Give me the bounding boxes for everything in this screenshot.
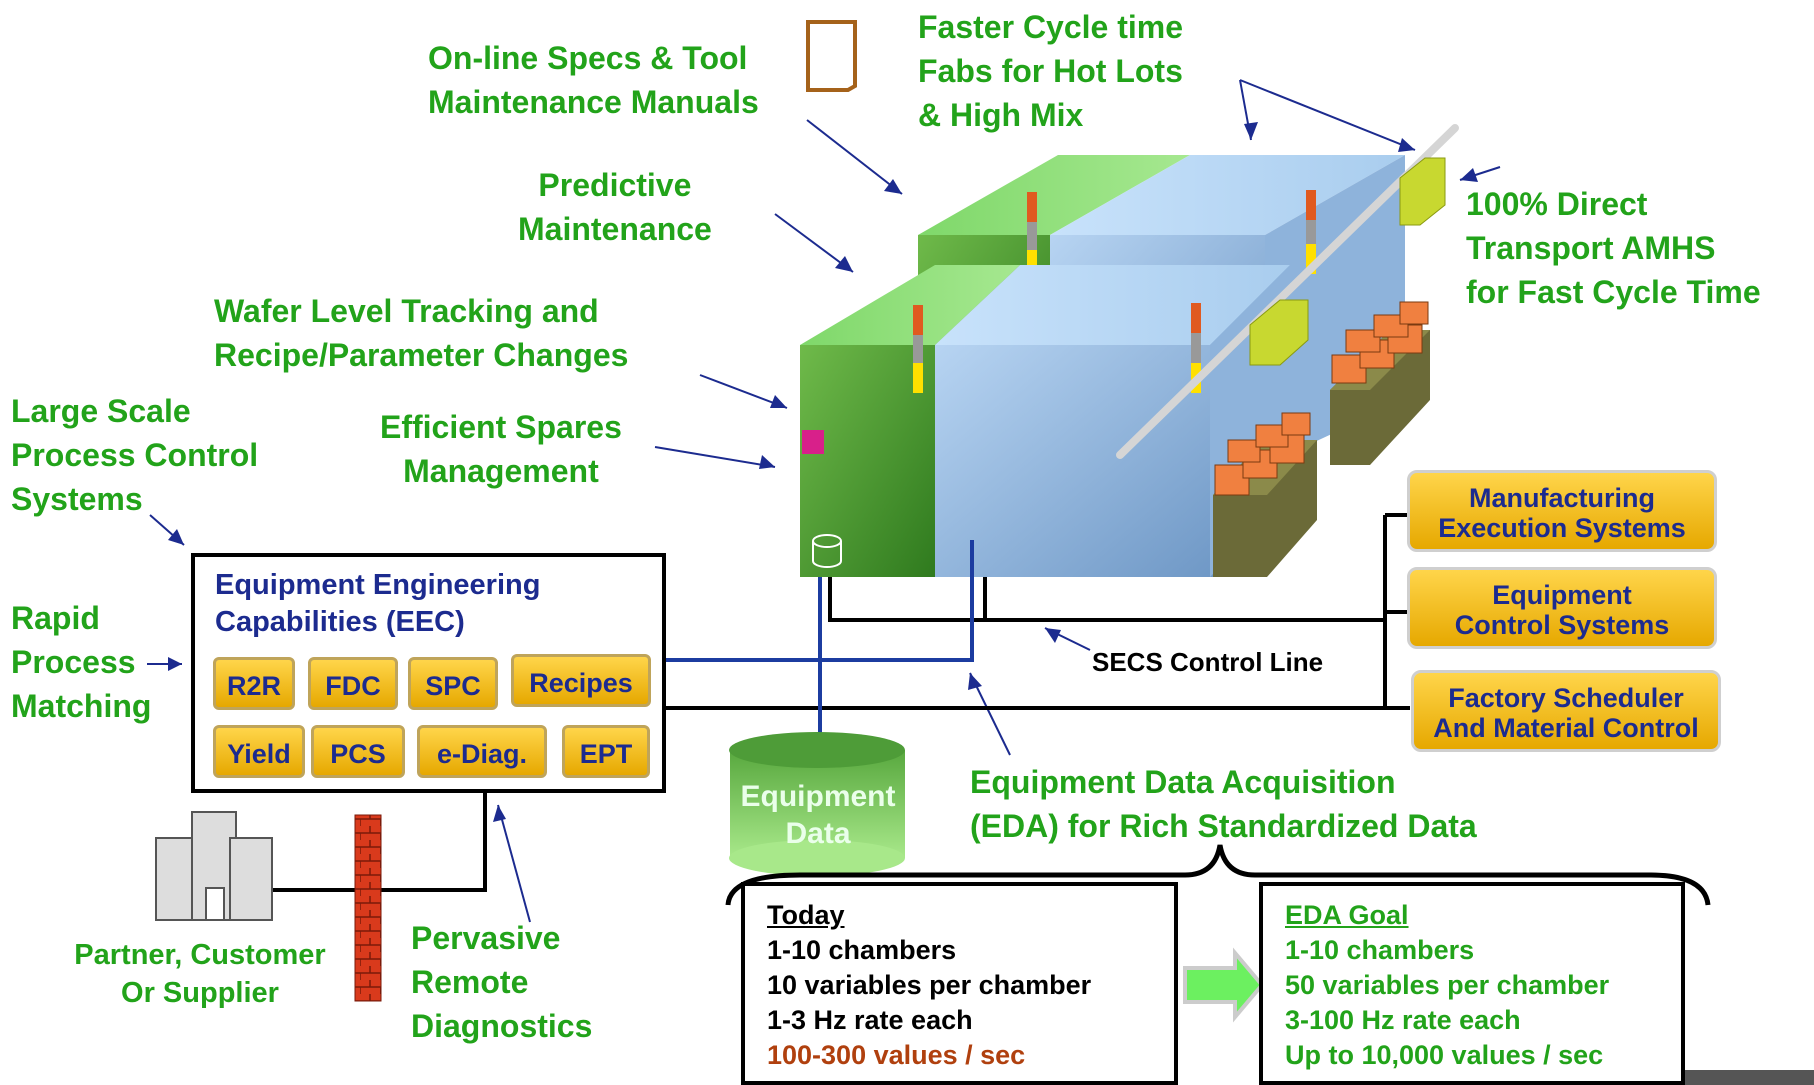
system-mes[interactable]: Manufacturing Execution Systems — [1407, 470, 1717, 552]
equipment-data-label: Equipment Data — [740, 780, 896, 850]
chip-r2r[interactable]: R2R — [213, 657, 295, 710]
equipment-data-cylinder — [729, 732, 905, 876]
comparison-brace — [725, 844, 1711, 906]
label-spares: Efficient Spares Management — [380, 409, 622, 489]
chip-recipes[interactable]: Recipes — [511, 654, 651, 707]
amhs-rail — [1116, 124, 1459, 459]
chip-yield[interactable]: Yield — [213, 725, 305, 778]
label-eda: Equipment Data Acquisition (EDA) for Ric… — [970, 764, 1477, 844]
label-direct-transport: 100% Direct Transport AMHS for Fast Cycl… — [1466, 186, 1761, 310]
goal-row: 1-10 chambers — [1285, 935, 1475, 965]
label-online-specs: On-line Specs & Tool Maintenance Manuals — [428, 40, 759, 120]
secs-control-line-label: SECS Control Line — [1092, 647, 1324, 677]
chip-fdc[interactable]: FDC — [308, 657, 398, 710]
control-lines — [270, 513, 1410, 892]
today-row: 10 variables per chamber — [767, 970, 1092, 1000]
goal-row: Up to 10,000 values / sec — [1285, 1040, 1604, 1070]
goal-row: 50 variables per chamber — [1285, 970, 1610, 1000]
transition-arrow — [1183, 947, 1265, 1023]
amhs-pods — [1249, 157, 1446, 366]
front-fab-building — [800, 265, 1317, 577]
eec-title: Equipment Engineering Capabilities (EEC) — [215, 569, 541, 638]
today-heading: Today — [767, 900, 845, 930]
label-large-scale: Large Scale Process Control Systems — [11, 393, 259, 517]
chip-ept[interactable]: EPT — [562, 725, 650, 778]
today-row: 1-10 chambers — [767, 935, 957, 965]
today-highlight: 100-300 values / sec — [767, 1040, 1026, 1070]
eec-panel: Equipment Engineering Capabilities (EEC)… — [191, 553, 666, 793]
today-row: 1-3 Hz rate each — [767, 1005, 973, 1035]
label-partner: Partner, Customer Or Supplier — [74, 939, 326, 1009]
today-box: Today 1-10 chambers 10 variables per cha… — [741, 882, 1178, 1085]
spares-indicator — [802, 430, 824, 454]
chip-spc[interactable]: SPC — [408, 657, 498, 710]
chip-pcs[interactable]: PCS — [311, 725, 405, 778]
label-faster-cycle: Faster Cycle time Fabs for Hot Lots & Hi… — [918, 9, 1184, 133]
label-predictive-maintenance: Predictive Maintenance — [518, 167, 712, 247]
goal-row: 3-100 Hz rate each — [1285, 1005, 1521, 1035]
system-factory-scheduler[interactable]: Factory Scheduler And Material Control — [1411, 670, 1721, 752]
document-icon — [806, 20, 857, 92]
goal-heading: EDA Goal — [1285, 900, 1409, 930]
data-lines — [666, 540, 974, 755]
label-rapid-matching: Rapid Process Matching — [11, 600, 152, 724]
chip-e-diag[interactable]: e-Diag. — [417, 725, 547, 778]
eda-goal-box: EDA Goal 1-10 chambers 50 variables per … — [1259, 882, 1685, 1085]
label-pervasive: Pervasive Remote Diagnostics — [411, 920, 593, 1044]
building-icon — [155, 811, 273, 921]
system-equipment-control[interactable]: Equipment Control Systems — [1407, 567, 1717, 649]
label-wafer-tracking: Wafer Level Tracking and Recipe/Paramete… — [214, 293, 629, 373]
firewall-icon — [354, 814, 382, 1002]
